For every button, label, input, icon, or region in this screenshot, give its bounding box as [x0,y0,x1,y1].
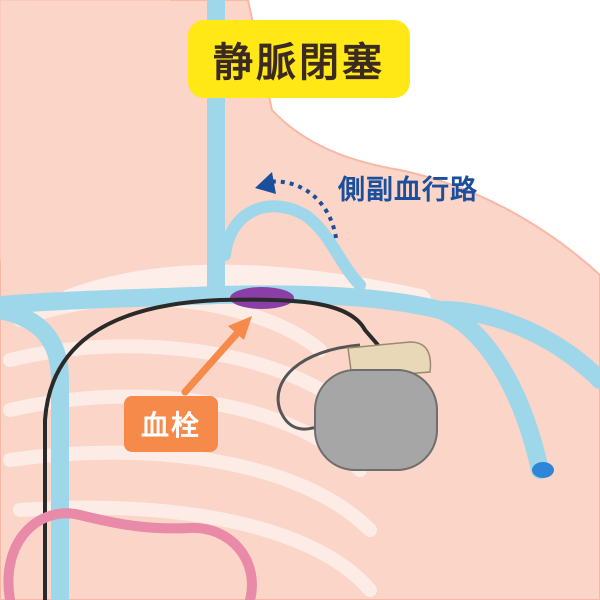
lead-wire-main [43,297,380,600]
pacemaker-device-icon [314,341,438,471]
collateral-vessel [219,200,366,291]
thrombus-label: 血栓 [140,409,201,442]
vein-end-cap [532,462,554,478]
title-badge: 静脈閉塞 [188,20,410,98]
title-text: 静脈閉塞 [213,40,385,86]
lead-wire-loop [276,343,361,431]
thrombus-badge: 血栓 [124,396,218,452]
collateral-label: 側副血行路 [338,175,478,206]
left-vein-branch [0,301,69,600]
axillary-vein [431,301,600,389]
heart-outline [3,508,257,600]
dotted-curved-arrow-icon [255,172,338,239]
arrow-up-right-icon [181,316,252,396]
neck-skin [0,0,225,260]
subclavian-vein [0,285,549,479]
